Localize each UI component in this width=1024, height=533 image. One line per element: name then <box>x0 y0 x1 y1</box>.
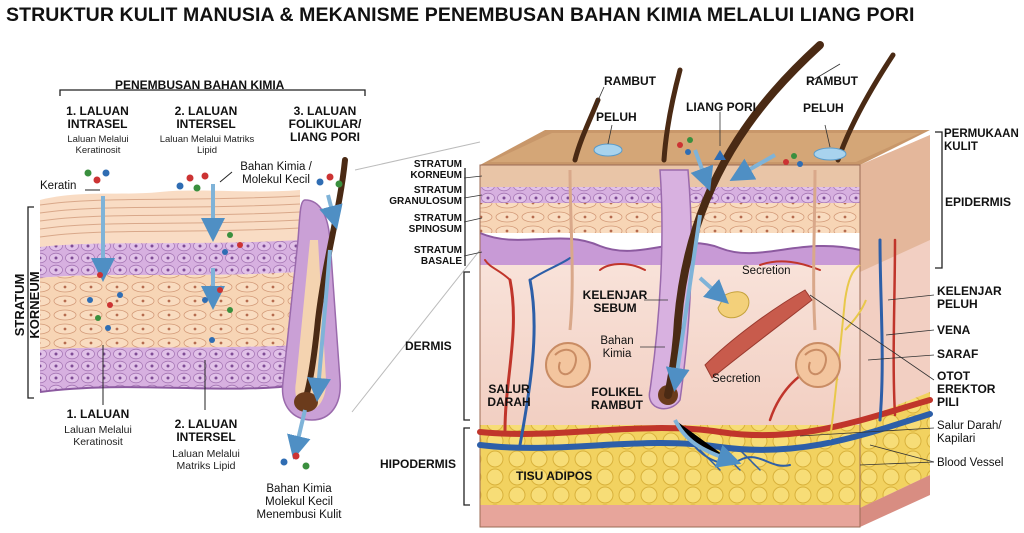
zoom-line-bottom <box>351 249 481 413</box>
dermis-bracket <box>463 271 470 421</box>
bottom1-title: 1. LALUAN <box>66 407 130 421</box>
page-title: STRUKTUR KULIT MANUSIA & MEKANISME PENEM… <box>6 4 915 26</box>
secretion-label-2: Secretion <box>712 373 761 385</box>
left-follicle <box>281 157 348 460</box>
epidermis-label: EPIDERMIS <box>945 195 1012 209</box>
saraf-label: SARAF <box>937 347 979 361</box>
peluh-label-2: PELUH <box>803 101 844 115</box>
dermis-label: DERMIS <box>405 339 452 353</box>
erector-muscle <box>704 289 813 379</box>
stratum-korneum-bracket <box>27 206 34 399</box>
header-label: PENEMBUSAN BAHAN KIMIA <box>115 78 285 92</box>
chem-pointer <box>219 171 233 183</box>
right-arrows <box>665 149 776 468</box>
liang-pori-label: LIANG PORI <box>686 100 757 114</box>
hipodermis-label: HIPODERMIS <box>380 457 457 471</box>
right-molecules <box>677 137 803 167</box>
rambut-label-2: RAMBUT <box>806 74 858 88</box>
hipodermis-bracket <box>463 427 470 506</box>
vena-label: VENA <box>937 323 971 337</box>
header-bracket <box>59 89 366 96</box>
sweat-drops <box>593 143 847 161</box>
secretion-label-1: Secretion <box>742 265 791 277</box>
right-pointers <box>463 63 935 466</box>
rambut-label-1: RAMBUT <box>604 74 656 88</box>
salur-kapilari-label: Salur Darah/Kapilari <box>937 420 1002 445</box>
epidermis-bracket <box>935 131 943 269</box>
skin-block <box>479 130 930 528</box>
stratum-korneum-label: STRATUM KORNEUM <box>12 271 42 339</box>
keratin-label: Keratin <box>40 180 77 192</box>
chem-label: Bahan Kimia /Molekul Kecil <box>240 161 312 186</box>
peluh-label-1: PELUH <box>596 110 637 124</box>
zoom-line-top <box>354 141 481 171</box>
sweat-glands <box>545 169 841 388</box>
left-molecules <box>84 169 343 470</box>
left-tissue-block <box>39 190 301 393</box>
tisu-adipos-label: TISU ADIPOS <box>516 469 593 483</box>
blood-vessel-label: Blood Vessel <box>937 457 1004 469</box>
